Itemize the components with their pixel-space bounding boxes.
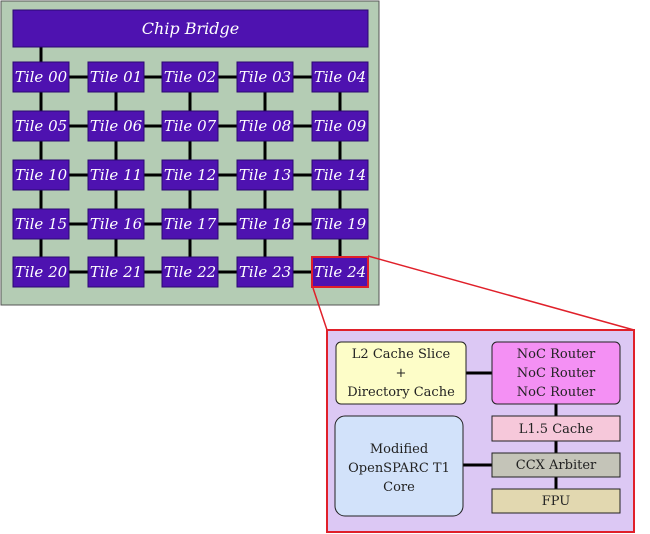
tile-box (311, 61, 369, 93)
tile-label: Tile 11 (90, 166, 142, 184)
tile-box (236, 110, 294, 142)
chip-bridge-label: Chip Bridge (142, 19, 239, 38)
tile-box (12, 256, 70, 288)
core-label: Core (383, 480, 415, 495)
core-block (334, 415, 464, 517)
chip-bridge-box (12, 9, 369, 48)
tile-label: Tile 24 (314, 263, 366, 281)
tile-box (236, 208, 294, 240)
tile-box (161, 256, 219, 288)
tile-box (161, 61, 219, 93)
tile-label: Tile 02 (164, 68, 216, 86)
tile-box (87, 208, 145, 240)
l15-cache-block (491, 415, 621, 442)
tile-label: Tile 18 (239, 215, 291, 233)
tile-box (87, 110, 145, 142)
l2-cache-block (335, 341, 467, 405)
tile-box (12, 159, 70, 191)
tile-label: Tile 13 (239, 166, 291, 184)
tile-box (12, 208, 70, 240)
noc-router-label: NoC Router (517, 366, 596, 381)
noc-router-block (491, 341, 621, 405)
tile-box (161, 159, 219, 191)
tile-label: Tile 12 (164, 166, 216, 184)
tile-box (161, 110, 219, 142)
tile-label: Tile 07 (164, 117, 217, 135)
tile-label: Tile 09 (314, 117, 367, 135)
tile-label: Tile 04 (314, 68, 366, 86)
l2-cache-label: + (396, 366, 407, 381)
tile-label: Tile 03 (239, 68, 291, 86)
tile-box (87, 159, 145, 191)
fpu-label: FPU (542, 494, 571, 509)
tile-label: Tile 20 (15, 263, 68, 281)
tile-label: Tile 08 (239, 117, 291, 135)
tile-label: Tile 05 (15, 117, 67, 135)
fpu-block (491, 488, 621, 514)
tile-label: Tile 00 (15, 68, 68, 86)
tile-box (236, 159, 294, 191)
tile-label: Tile 06 (90, 117, 143, 135)
tile-label: Tile 21 (90, 263, 142, 281)
noc-router-label: NoC Router (517, 347, 596, 362)
tile-label: Tile 19 (314, 215, 367, 233)
core-label: Modified (370, 442, 428, 457)
tile-box (311, 208, 369, 240)
detail-connectors (463, 371, 558, 489)
tile-box-highlighted (311, 256, 369, 288)
noc-router-label: NoC Router (517, 385, 596, 400)
zoom-callout-lines (312, 255, 635, 331)
ccx-arbiter-label: CCX Arbiter (516, 458, 597, 473)
tile-box (12, 110, 70, 142)
tile-label: Tile 10 (15, 166, 68, 184)
tile-box (161, 208, 219, 240)
tile-label: Tile 01 (90, 68, 142, 86)
tile-box (311, 159, 369, 191)
core-label: OpenSPARC T1 (348, 461, 450, 476)
tile-label: Tile 16 (90, 215, 143, 233)
tile-box (236, 256, 294, 288)
tile-label: Tile 14 (314, 166, 366, 184)
tile-box (311, 110, 369, 142)
tile-grid: Tile 00 Tile 01 Tile 02 Tile 03 Tile 04 … (12, 61, 369, 288)
l15-cache-label: L1.5 Cache (519, 422, 594, 437)
tile-box (236, 61, 294, 93)
ccx-arbiter-block (491, 452, 621, 478)
mesh-links (39, 47, 342, 274)
tile-box (12, 61, 70, 93)
l2-cache-label: L2 Cache Slice (352, 347, 451, 362)
tile-label: Tile 15 (15, 215, 67, 233)
tile-label: Tile 22 (164, 263, 216, 281)
tile-box (87, 256, 145, 288)
tile-label: Tile 23 (239, 263, 291, 281)
tile-box (87, 61, 145, 93)
tile-label: Tile 17 (164, 215, 217, 233)
l2-cache-label: Directory Cache (347, 385, 455, 400)
